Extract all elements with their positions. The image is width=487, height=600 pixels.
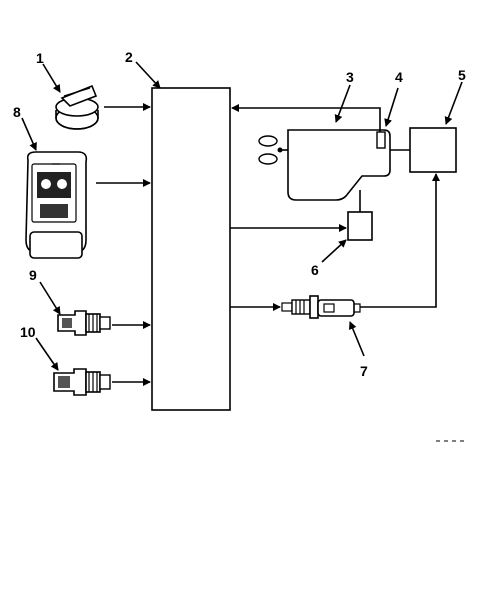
callout-2: 2 <box>125 49 133 65</box>
component-9-sensor-icon <box>57 310 111 336</box>
component-4-sensor-icon <box>376 131 386 149</box>
callout-10: 10 <box>20 324 36 340</box>
callout-6: 6 <box>311 262 319 278</box>
component-8-handheld-icon <box>25 151 88 259</box>
arrow-7-to-5 <box>360 173 440 308</box>
callout-3: 3 <box>346 69 354 85</box>
component-5-box <box>409 127 457 173</box>
component-3-motor-icon <box>258 129 391 201</box>
component-7-sensor-icon <box>281 295 361 319</box>
component-10-sensor-icon <box>53 368 111 396</box>
callout-7: 7 <box>360 363 368 379</box>
control-unit-box <box>151 87 231 411</box>
arrow-4-to-2 <box>231 104 381 132</box>
component-6-box <box>347 211 373 241</box>
leader-lines <box>21 61 463 371</box>
callout-9: 9 <box>29 267 37 283</box>
callout-5: 5 <box>458 67 466 83</box>
callout-8: 8 <box>13 104 21 120</box>
callout-4: 4 <box>395 69 403 85</box>
callout-1: 1 <box>36 50 44 66</box>
component-1-cap-icon <box>55 84 99 130</box>
connections <box>96 103 440 386</box>
